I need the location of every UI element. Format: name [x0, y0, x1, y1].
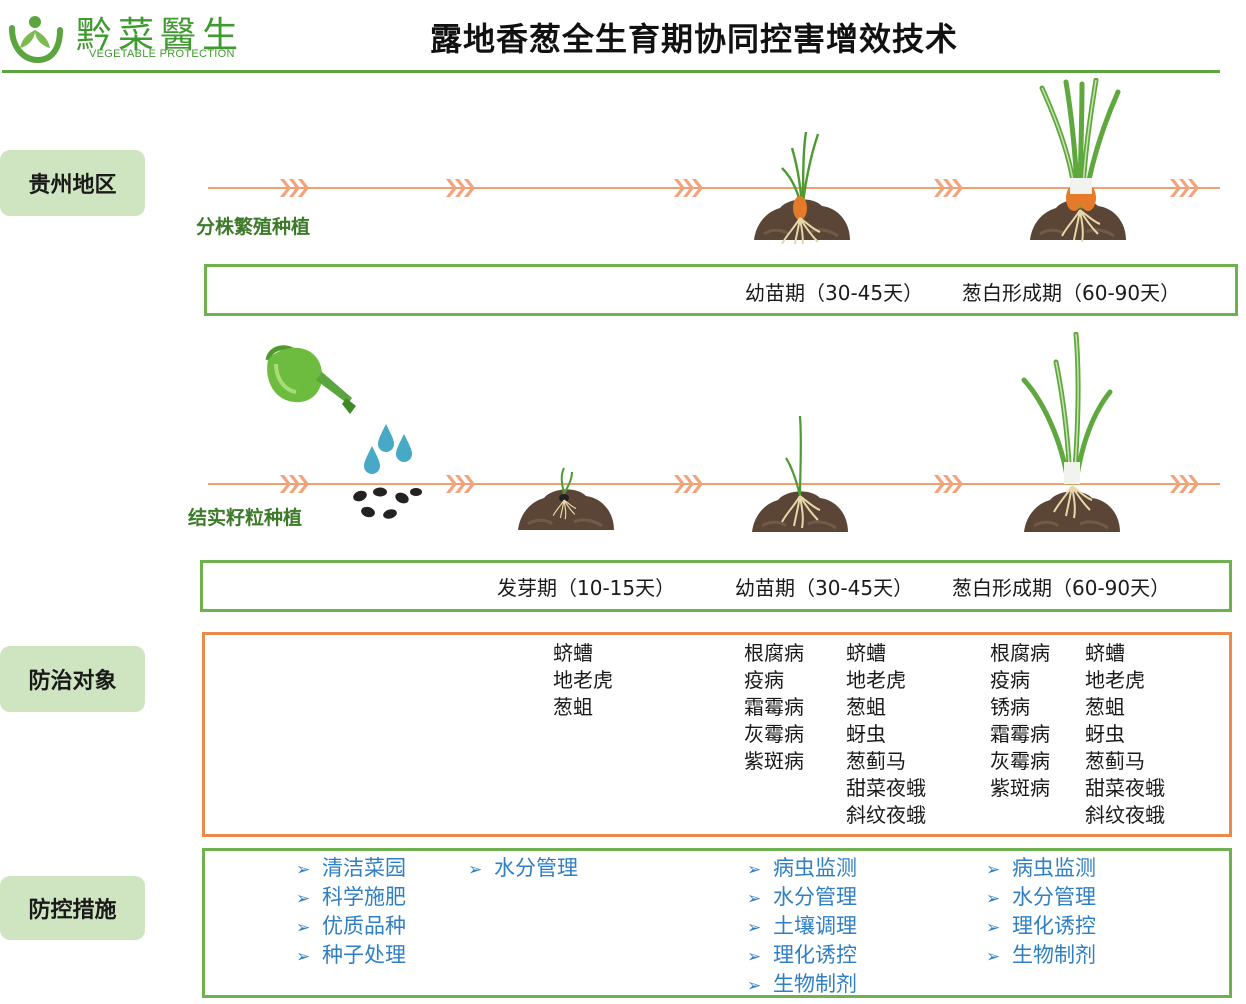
list-item: 霜霉病 [744, 695, 804, 719]
seed-stage-box [200, 560, 1232, 612]
arrow-bullet-icon: ➢ [296, 947, 311, 967]
list-item: 蛴螬 [1085, 641, 1125, 665]
list-item: 根腐病 [744, 641, 804, 665]
list-item: ➢理化诱控 [747, 942, 857, 971]
targets-tag: 防治对象 [0, 646, 145, 712]
list-item: 甜菜夜蛾 [1085, 776, 1165, 800]
water-drops-icon [364, 424, 412, 474]
arrow-bullet-icon: ➢ [986, 889, 1001, 909]
list-item: 葱蓟马 [1085, 749, 1145, 773]
list-item: 甜菜夜蛾 [846, 776, 926, 800]
seedling-measures: ➢病虫监测 ➢水分管理 ➢土壤调理 ➢理化诱控 ➢生物制剂 [747, 855, 857, 1000]
list-item: 葱蓟马 [846, 749, 906, 773]
logo-text: 黔菜醫生 [76, 15, 245, 56]
page-title: 露地香葱全生育期协同控害增效技术 [430, 20, 959, 58]
list-item: ➢病虫监测 [986, 855, 1096, 884]
list-item: ➢生物制剂 [986, 942, 1096, 971]
list-item: ➢生物制剂 [747, 971, 857, 1000]
list-item: 蛴螬 [553, 641, 593, 665]
list-item: ➢水分管理 [986, 884, 1096, 913]
germination-plant [516, 467, 616, 532]
list-item: 灰霉病 [990, 749, 1050, 773]
list-item: ➢科学施肥 [296, 884, 406, 913]
list-item: ➢水分管理 [468, 855, 578, 884]
division-stage-seedling: 幼苗期（30-45天） [745, 281, 924, 305]
division-stage-box [204, 264, 1238, 316]
list-item: 蚜虫 [1085, 722, 1125, 746]
logo-subtitle: VEGETABLE PROTECTION [89, 48, 235, 60]
list-item: 紫斑病 [744, 749, 804, 773]
list-item: 疫病 [744, 668, 784, 692]
arrow-bullet-icon: ➢ [986, 947, 1001, 967]
germination-measures: ➢水分管理 [468, 855, 578, 884]
seedling-pests-list: 蛴螬 地老虎 葱蛆 蚜虫 葱蓟马 甜菜夜蛾 斜纹夜蛾 [846, 640, 926, 829]
list-item: 霜霉病 [990, 722, 1050, 746]
logo-icon [9, 16, 63, 64]
list-item: 地老虎 [553, 668, 613, 692]
seed-white-plant [1021, 332, 1122, 534]
measures-box [202, 848, 1232, 998]
list-item: ➢优质品种 [296, 913, 406, 942]
targets-box [202, 632, 1232, 837]
method-seed-label: 结实籽粒种植 [188, 507, 303, 529]
list-item: 蛴螬 [846, 641, 886, 665]
seed-stage-germination: 发芽期（10-15天） [497, 576, 676, 600]
seed-stage-seedling: 幼苗期（30-45天） [735, 576, 914, 600]
division-stage-white: 葱白形成期（60-90天） [962, 281, 1181, 305]
list-item: 地老虎 [1085, 668, 1145, 692]
list-item: ➢种子处理 [296, 942, 406, 971]
list-item: 紫斑病 [990, 776, 1050, 800]
division-white-plant [1028, 78, 1128, 243]
list-item: 葱蛆 [846, 695, 886, 719]
region-tag: 贵州地区 [0, 150, 145, 216]
seeds-icon [353, 487, 422, 519]
list-item: 葱蛆 [1085, 695, 1125, 719]
arrow-bullet-icon: ➢ [986, 860, 1001, 880]
list-item: 斜纹夜蛾 [1085, 803, 1165, 827]
list-item: 灰霉病 [744, 722, 804, 746]
list-item: ➢理化诱控 [986, 913, 1096, 942]
arrow-bullet-icon: ➢ [747, 860, 762, 880]
seed-timeline [208, 475, 1220, 493]
division-timeline [208, 179, 1220, 197]
arrow-bullet-icon: ➢ [296, 889, 311, 909]
arrow-bullet-icon: ➢ [986, 918, 1001, 938]
list-item: 斜纹夜蛾 [846, 803, 926, 827]
list-item: 锈病 [990, 695, 1030, 719]
seedling-diseases-list: 根腐病 疫病 霜霉病 灰霉病 紫斑病 [744, 640, 804, 775]
white-measures: ➢病虫监测 ➢水分管理 ➢理化诱控 ➢生物制剂 [986, 855, 1096, 971]
list-item: ➢病虫监测 [747, 855, 857, 884]
measures-tag: 防控措施 [0, 876, 145, 940]
list-item: 蚜虫 [846, 722, 886, 746]
list-item: 根腐病 [990, 641, 1050, 665]
pre-planting-measures: ➢清洁菜园 ➢科学施肥 ➢优质品种 ➢种子处理 [296, 855, 406, 971]
arrow-bullet-icon: ➢ [747, 889, 762, 909]
white-pests-list: 蛴螬 地老虎 葱蛆 蚜虫 葱蓟马 甜菜夜蛾 斜纹夜蛾 [1085, 640, 1165, 829]
white-diseases-list: 根腐病 疫病 锈病 霜霉病 灰霉病 紫斑病 [990, 640, 1050, 802]
watering-can-icon [265, 345, 356, 414]
list-item: 疫病 [990, 668, 1030, 692]
list-item: 葱蛆 [553, 695, 593, 719]
arrow-bullet-icon: ➢ [296, 860, 311, 880]
arrow-bullet-icon: ➢ [747, 976, 762, 996]
arrow-bullet-icon: ➢ [468, 860, 483, 880]
seed-stage-white: 葱白形成期（60-90天） [952, 576, 1171, 600]
arrow-bullet-icon: ➢ [296, 918, 311, 938]
list-item: 地老虎 [846, 668, 906, 692]
arrow-bullet-icon: ➢ [747, 947, 762, 967]
method-division-label: 分株繁殖种植 [196, 216, 311, 238]
list-item: ➢土壤调理 [747, 913, 857, 942]
list-item: ➢清洁菜园 [296, 855, 406, 884]
list-item: ➢水分管理 [747, 884, 857, 913]
division-seedling-plant [752, 131, 852, 244]
seed-seedling-plant [750, 415, 850, 534]
germination-pests-list: 蛴螬 地老虎 葱蛆 [553, 640, 613, 721]
arrow-bullet-icon: ➢ [747, 918, 762, 938]
header-divider [2, 70, 1220, 73]
